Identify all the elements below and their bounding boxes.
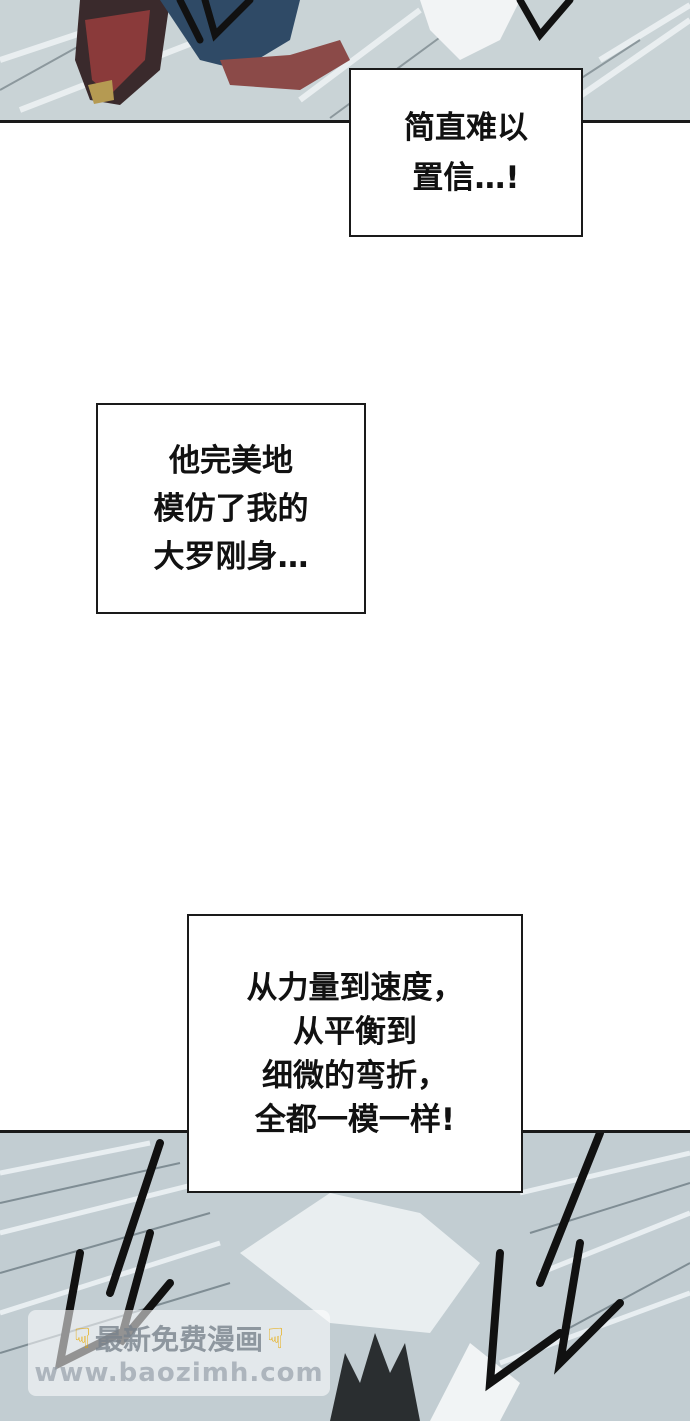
bottom-art-illustration — [0, 1133, 690, 1421]
caption-2-line-1: 他完美地 — [169, 442, 293, 479]
caption-3-line-3: 细微的弯折， — [262, 1057, 448, 1094]
caption-2-line-2: 模仿了我的 — [153, 490, 309, 527]
top-art-illustration — [0, 0, 690, 120]
watermark-text: 最新免费漫画 — [94, 1323, 263, 1356]
pointing-hand-icon: ☟ — [267, 1321, 285, 1355]
site-watermark[interactable]: ☟ 最新免费漫画 ☟ www.baozimh.com — [28, 1310, 330, 1396]
caption-box-2: 他完美地 模仿了我的 大罗刚身… — [96, 403, 366, 614]
caption-3-line-4: 全都一模一样! — [254, 1101, 456, 1138]
top-art-panel — [0, 0, 690, 123]
caption-3-line-2: 从平衡到 — [293, 1013, 417, 1050]
pointing-hand-icon: ☟ — [73, 1321, 91, 1355]
caption-1-line-2: 置信…! — [412, 159, 520, 196]
caption-3-line-1: 从力量到速度， — [246, 969, 464, 1006]
caption-2-line-3: 大罗刚身… — [153, 538, 309, 575]
caption-box-1: 简直难以 置信…! — [349, 68, 583, 237]
watermark-url[interactable]: www.baozimh.com — [34, 1358, 324, 1388]
caption-1-line-1: 简直难以 — [404, 109, 528, 146]
caption-box-3: 从力量到速度， 从平衡到 细微的弯折， 全都一模一样! — [187, 914, 523, 1193]
